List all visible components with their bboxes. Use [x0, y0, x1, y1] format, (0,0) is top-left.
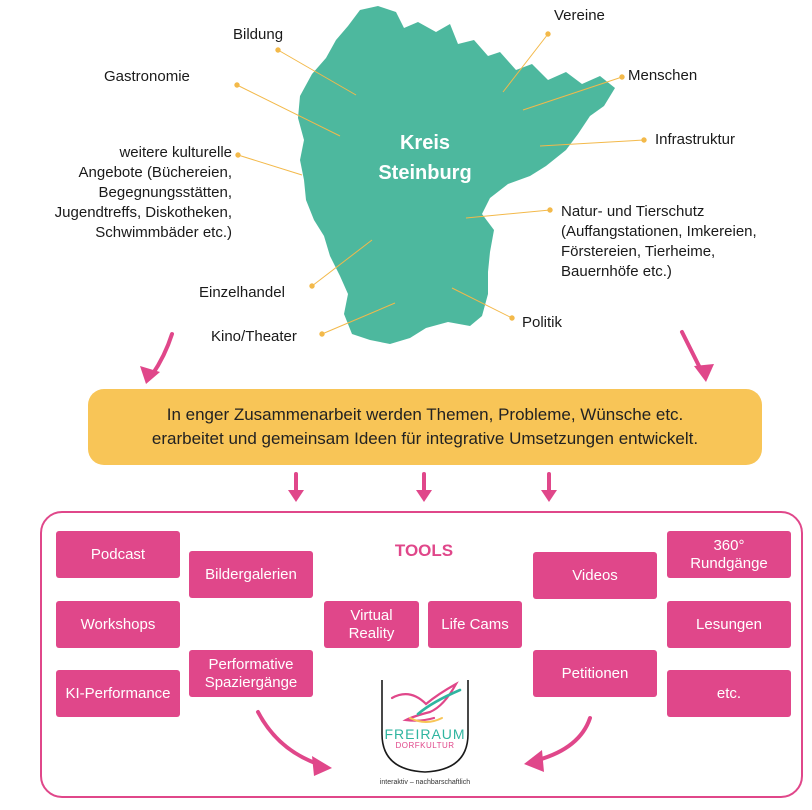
arrow-head-icon	[288, 490, 304, 502]
banner-line2: erarbeitet und gemeinsam Ideen für integ…	[151, 429, 699, 448]
tool-performative-spaziergaenge: Performative Spaziergänge	[189, 650, 313, 697]
tool-etc: etc.	[667, 670, 791, 717]
tools-title: TOOLS	[394, 541, 454, 560]
map-title: Kreis Steinburg	[340, 128, 510, 188]
label-kulturelle-line: Begegnungsstätten,	[98, 184, 232, 201]
label-infrastruktur: Infrastruktur	[655, 131, 736, 148]
tool-performative-line: Spaziergänge	[204, 673, 298, 691]
logo-name: FREIRAUM	[384, 726, 466, 742]
banner-line1: In enger Zusammenarbeit werden Themen, P…	[166, 405, 684, 424]
tool-podcast: Podcast	[56, 531, 180, 578]
bird-wing-icon	[416, 688, 462, 716]
tool-virtual-reality: Virtual Reality	[324, 601, 419, 648]
label-kulturelle: weitere kulturelle Angebote (Büchereien,…	[2, 143, 232, 243]
tool-virtual-line: Reality	[348, 624, 395, 642]
label-menschen: Menschen	[628, 67, 698, 84]
arrow-head-icon	[541, 490, 557, 502]
tool-ki-performance: KI-Performance	[56, 670, 180, 717]
label-natur-line: (Auffangstationen, Imkereien,	[561, 223, 757, 240]
arrow-head-icon	[524, 750, 544, 772]
label-kulturelle-line: Angebote (Büchereien,	[78, 164, 232, 181]
label-kulturelle-line: Jugendtreffs, Diskotheken,	[54, 204, 232, 221]
hand-accent-icon	[409, 717, 443, 723]
label-einzelhandel: Einzelhandel	[199, 284, 285, 301]
tool-videos: Videos	[533, 552, 657, 599]
label-natur-line: Förstereien, Tierheime,	[561, 243, 716, 260]
logo-shield-outline	[381, 680, 469, 773]
tool-workshops: Workshops	[56, 601, 180, 648]
label-politik: Politik	[522, 314, 563, 331]
map-title-line2: Steinburg	[378, 162, 472, 184]
tool-rundgaenge-line: Rundgänge	[690, 554, 768, 572]
tool-360-rundgaenge: 360° Rundgänge	[667, 531, 791, 578]
curved-arrow-icon	[150, 332, 174, 377]
map-title-line1: Kreis	[399, 132, 451, 154]
arrow-head-icon	[416, 490, 432, 502]
tool-virtual-line: Virtual	[350, 606, 393, 624]
arrow-head-icon	[694, 364, 714, 382]
label-vereine: Vereine	[554, 7, 605, 24]
label-kulturelle-line: weitere kulturelle	[119, 144, 232, 161]
tool-petitionen: Petitionen	[533, 650, 657, 697]
tool-rundgaenge-line: 360°	[713, 536, 745, 554]
label-kulturelle-line: Schwimmbäder etc.)	[95, 224, 232, 241]
tools-frame	[40, 511, 803, 798]
label-gastronomie: Gastronomie	[104, 68, 190, 85]
label-kino-theater: Kino/Theater	[211, 328, 297, 345]
logo-sub: DORFKULTUR	[395, 741, 455, 750]
connector-lines	[234, 31, 647, 337]
label-natur-line: Bauernhöfe etc.)	[561, 263, 672, 280]
kreis-steinburg-map	[298, 6, 615, 344]
label-natur: Natur- und Tierschutz (Auffangstationen,…	[561, 202, 757, 282]
tool-life-cams: Life Cams	[428, 601, 522, 648]
collaboration-banner: In enger Zusammenarbeit werden Themen, P…	[88, 389, 762, 465]
freiraum-logo	[381, 680, 469, 773]
curved-arrow-icon	[536, 716, 592, 762]
arrow-head-icon	[312, 756, 332, 776]
tool-lesungen: Lesungen	[667, 601, 791, 648]
bird-hand-logo-icon	[390, 681, 459, 722]
arrow-head-icon	[140, 366, 160, 384]
curved-arrow-icon	[256, 710, 320, 766]
label-bildung: Bildung	[233, 26, 284, 43]
tool-bildergalerien: Bildergalerien	[189, 551, 313, 598]
label-natur-line: Natur- und Tierschutz	[561, 203, 705, 220]
tool-performative-line: Performative	[208, 655, 294, 673]
logo-tagline: interaktiv – nachbarschaftlich	[379, 779, 471, 786]
